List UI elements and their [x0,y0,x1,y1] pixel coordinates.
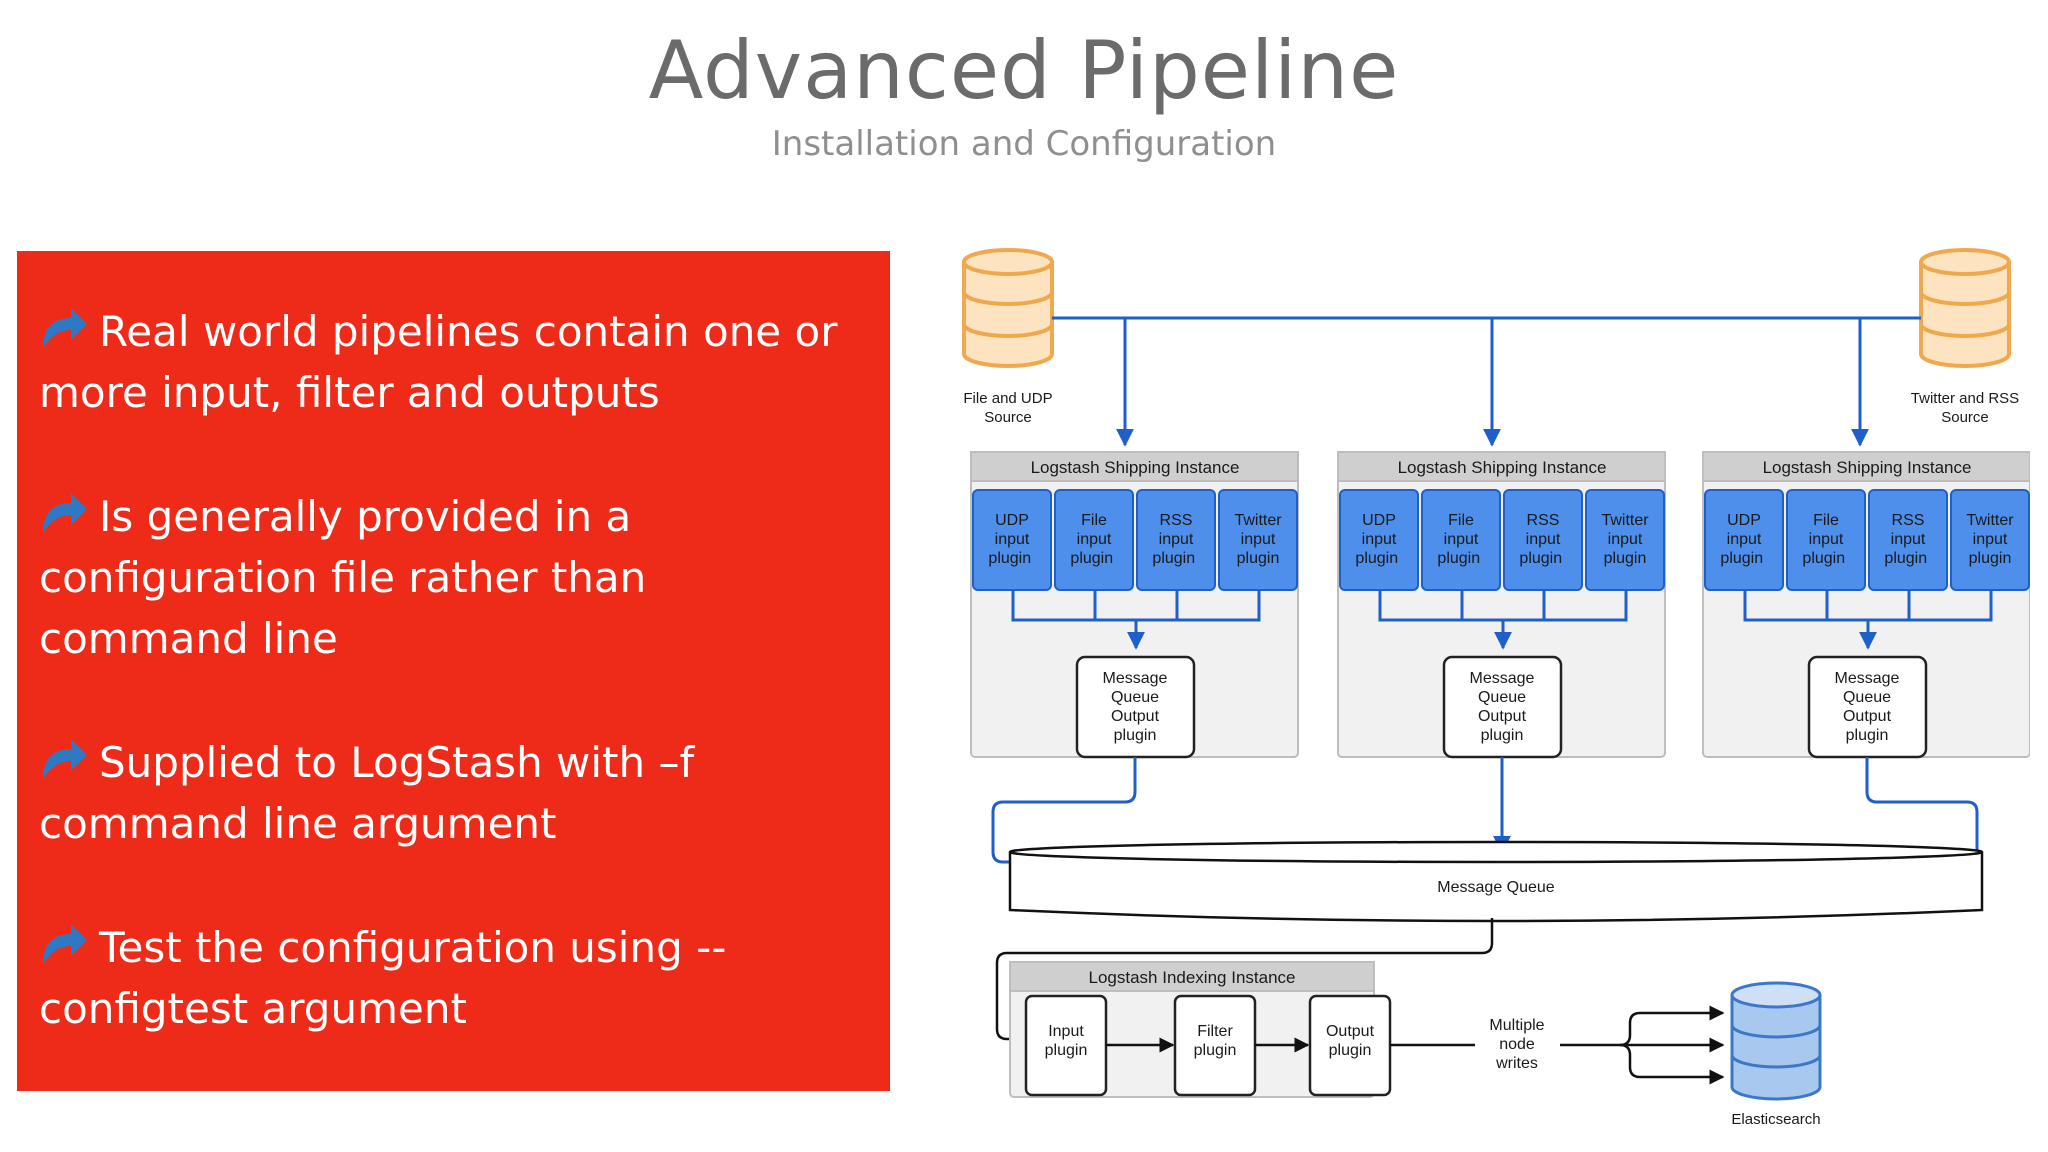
bullet-item: Test the configuration using --configtes… [39,917,868,1039]
bullet-panel: Real world pipelines contain one or more… [17,251,890,1091]
database-icon [1919,248,2011,368]
message-queue: Message Queue [1008,840,1984,923]
bullet-text: Test the configuration using --configtes… [39,923,727,1033]
bullet-item: Supplied to LogStash with –f command lin… [39,732,868,854]
svg-text:Logstash Indexing Instance: Logstash Indexing Instance [1089,968,1296,987]
pipeline-diagram: File and UDP Source Twitter and RSS Sour… [962,248,2030,1128]
source-left-label: File and UDP [963,390,1052,407]
source-right-label: Source [1941,409,1989,426]
bullet-item: Real world pipelines contain one or more… [39,301,868,423]
elasticsearch-database-icon [1730,981,1822,1101]
svg-text:Logstash Shipping Instance: Logstash Shipping Instance [1398,458,1607,477]
bullet-text: Real world pipelines contain one or more… [39,307,838,417]
bullet-item: Is generally provided in a configuration… [39,486,868,669]
database-icon [962,248,1054,368]
curved-arrow-icon [39,921,89,965]
bullet-text: Supplied to LogStash with –f command lin… [39,738,695,848]
svg-text:Logstash Shipping Instance: Logstash Shipping Instance [1763,458,1972,477]
svg-text:Message Queue: Message Queue [1437,879,1555,896]
elasticsearch-label: Elasticsearch [1731,1111,1820,1128]
source-right-label: Twitter and RSS [1911,390,2019,407]
curved-arrow-icon [39,490,89,534]
curved-arrow-icon [39,736,89,780]
bullet-text: Is generally provided in a configuration… [39,492,647,663]
source-left-label: Source [984,409,1032,426]
svg-text:Logstash Shipping Instance: Logstash Shipping Instance [1031,458,1240,477]
page-subtitle: Installation and Configuration [771,124,1277,164]
curved-arrow-icon [39,305,89,349]
page-title: Advanced Pipeline [648,24,1400,117]
